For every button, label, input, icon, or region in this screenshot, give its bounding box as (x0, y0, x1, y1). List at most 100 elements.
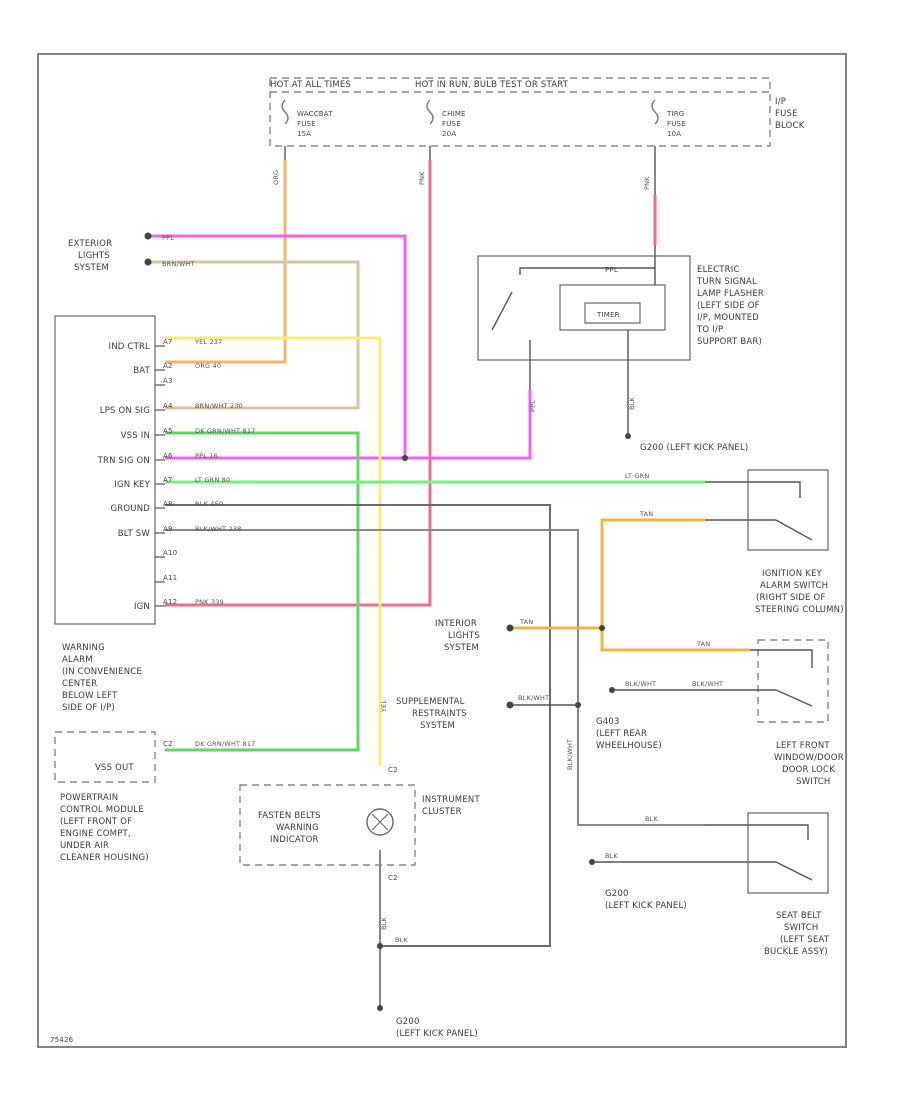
wire-label-brn-wht-ext: BRN/WHT (162, 260, 195, 268)
cluster-indicator-3: INDICATOR (270, 835, 319, 845)
connector-dot (506, 624, 514, 632)
module-pin-name: IND CTRL (109, 342, 151, 352)
wire-purple-trn-sig (165, 390, 532, 460)
ignition-key-alarm-switch: IGNITION KEY ALARM SWITCH (RIGHT SIDE OF… (705, 469, 844, 615)
ign-switch-label-1: IGNITION KEY (762, 569, 823, 579)
cluster-pin-bottom: C2 (388, 874, 398, 882)
module-pin-id: A4 (163, 402, 173, 410)
module-label-6: SIDE OF I/P) (62, 703, 115, 713)
wire-label-blk-flasher: BLK (628, 397, 636, 410)
module-pin-name: IGN KEY (114, 480, 150, 490)
flasher-label-5: I/P, MOUNTED (697, 313, 759, 323)
interior-lights-label-1: INTERIOR (435, 619, 477, 629)
module-wire-label: PPL 16 (195, 452, 218, 460)
wire-purple-exterior (150, 234, 407, 458)
interior-lights-system: INTERIOR LIGHTS SYSTEM (435, 619, 514, 653)
supplemental-restraints-system: SUPPLEMENTAL RESTRAINTS SYSTEM (396, 697, 514, 731)
module-wire-label: BLK 450 (195, 500, 223, 508)
wire-gray-blt-sw (165, 529, 705, 826)
wire-tan-lps (150, 260, 360, 410)
pcm-label-6: CLEANER HOUSING) (60, 853, 149, 863)
diagram-frame (37, 53, 847, 1048)
connector-dot (506, 701, 514, 709)
door-switch-label-2: WINDOW/DOOR (774, 753, 844, 763)
fuse-waccbat: WACCBAT FUSE 15A (281, 99, 333, 138)
wire-label-pnk-fuse2: PNK (418, 171, 426, 185)
wire-label-ppl-flasher: PPL (529, 400, 537, 412)
switch-contact (775, 519, 813, 541)
wire-orange-bat (165, 160, 287, 364)
seatbelt-label-2: SWITCH (784, 923, 819, 933)
pcm-pin-name: VSS OUT (95, 763, 134, 773)
fuse2-rating: 20A (442, 130, 456, 138)
module-pin-id: A3 (163, 377, 173, 385)
wire-label-blk-wht-g403: BLK/WHT (566, 739, 574, 770)
pcm-label-3: (LEFT FRONT OF (60, 817, 132, 827)
wire-label-door-b: BLK/WHT (692, 680, 723, 688)
module-wire-label: LT GRN 80 (195, 476, 230, 484)
seatbelt-label-1: SEAT BELT (776, 911, 822, 921)
seatbelt-switch-wiring (705, 824, 809, 863)
module-pin-name: BAT (133, 366, 150, 376)
wire-label-lt-grn: LT GRN (625, 472, 649, 480)
pcm-wire: DK GRN/WHT 817 (195, 740, 256, 748)
flasher-ground-label: G200 (LEFT KICK PANEL) (640, 443, 748, 453)
wire-label-tan-door: TAN (696, 640, 710, 648)
module-pin-id: A5 (163, 427, 173, 435)
g403-label-2: (LEFT REAR (596, 729, 647, 739)
module-pin-id: A2 (163, 362, 173, 370)
wire-label-pnk-fuse3: PNK (643, 176, 651, 190)
connector-dot (144, 258, 152, 266)
module-pin-id: A7 (163, 338, 173, 346)
wire-label-tan-ign: TAN (639, 510, 653, 518)
ground-dot (625, 433, 631, 439)
fuse3-rating: 10A (667, 130, 681, 138)
wire-label-blk-gnd: BLK (395, 936, 408, 944)
seat-belt-switch: SEAT BELT SWITCH (LEFT SEAT BUCKLE ASSY)… (605, 812, 830, 957)
splice-dot (377, 943, 383, 949)
module-pin-name: BLT SW (118, 529, 151, 539)
wire-gold-tan (600, 518, 750, 652)
cluster-pin-top: C2 (388, 766, 398, 774)
module-pin-id: A6 (163, 452, 173, 460)
ground-dot (589, 859, 595, 865)
wire-label-seatbelt-gnd: BLK (605, 852, 618, 860)
module-pin-name: GROUND (110, 504, 150, 514)
diagram-reference-number: 75426 (50, 1036, 74, 1044)
splice-dot (402, 455, 408, 461)
g403-label-1: G403 (596, 717, 620, 727)
seatbelt-label-3: (LEFT SEAT (780, 935, 830, 945)
cluster-ground-1: G200 (396, 1017, 420, 1027)
module-label-1: WARNING (62, 643, 105, 653)
switch-wiring (705, 481, 801, 521)
fuse-icon (651, 99, 659, 125)
module-wire-label: YEL 237 (194, 338, 223, 346)
door-switch-contact (775, 689, 813, 707)
g403-label-3: WHEELHOUSE) (596, 741, 662, 751)
pcm-label-4: ENGINE COMPT, (60, 829, 131, 839)
wire-pink-ign (165, 160, 432, 607)
door-switch-label-3: DOOR LOCK (782, 765, 835, 775)
door-switch-wiring (750, 649, 813, 691)
wire-label-restraints: BLK/WHT (518, 694, 549, 702)
interior-lights-label-3: SYSTEM (444, 643, 479, 653)
door-switch-label-4: SWITCH (796, 777, 831, 787)
wire-label-door-a: BLK/WHT (625, 680, 656, 688)
indicator-bulb-icon (366, 808, 394, 836)
flasher-label-3: LAMP FLASHER (697, 289, 764, 299)
pcm-label-5: UNDER AIR (60, 841, 109, 851)
ign-switch-label-3: (RIGHT SIDE OF (756, 593, 826, 603)
cluster-label-2: CLUSTER (422, 807, 462, 817)
fuse-block-label-3: BLOCK (775, 121, 805, 131)
splice-dot (599, 625, 605, 631)
exterior-lights-label-3: SYSTEM (74, 263, 109, 273)
ground-dot (377, 1005, 383, 1011)
flasher-label-4: (LEFT SIDE OF (697, 301, 760, 311)
exterior-lights-label-1: EXTERIOR (68, 239, 112, 249)
fuse-block-label-1: I/P (775, 97, 786, 107)
fuse2-type: FUSE (442, 120, 461, 128)
seatbelt-switch-contact (775, 861, 813, 881)
module-wire-label: PNK 339 (195, 598, 224, 606)
fuse1-rating: 15A (297, 130, 311, 138)
ign-switch-label-2: ALARM SWITCH (760, 581, 828, 591)
